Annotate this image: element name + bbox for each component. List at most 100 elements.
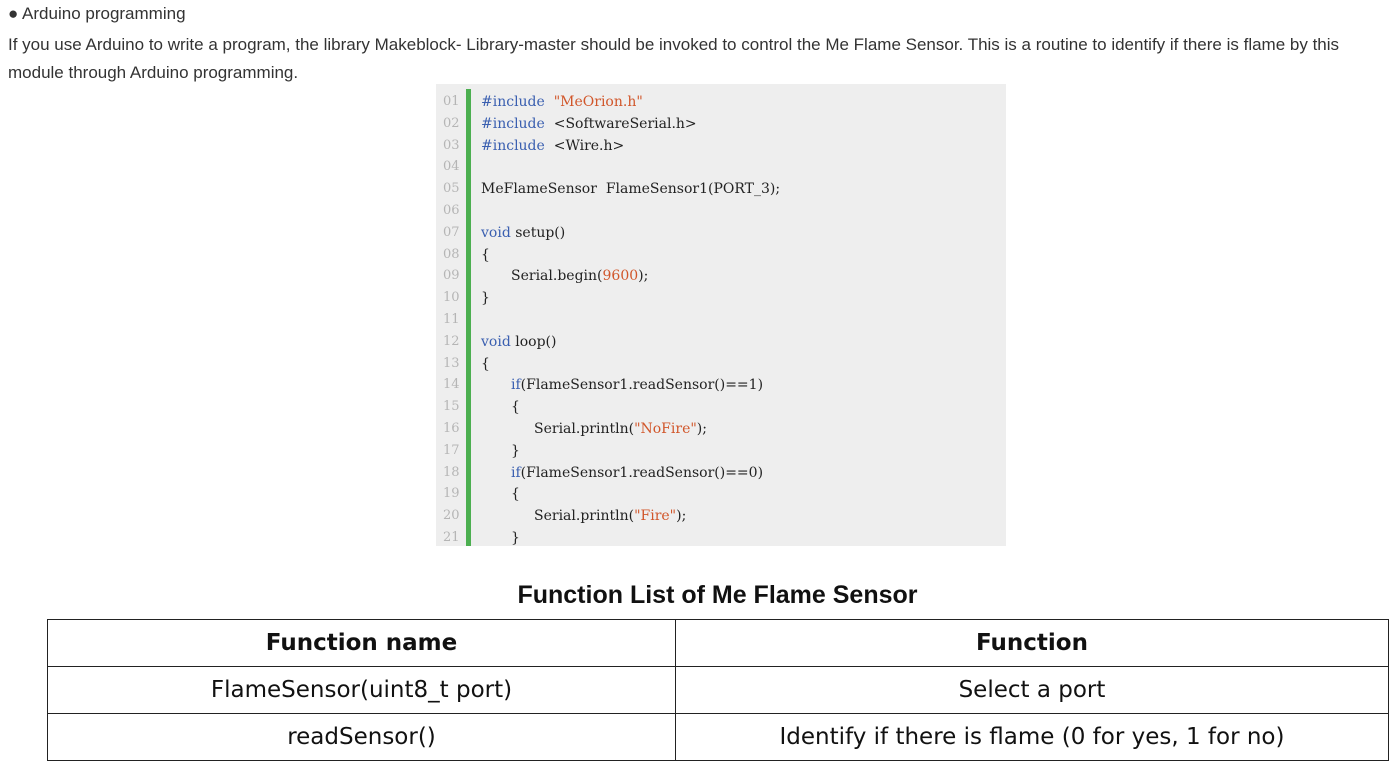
- code-keyword: #include: [481, 137, 545, 154]
- code-text: {: [511, 483, 520, 505]
- code-text: Serial.println("NoFire");: [534, 418, 707, 440]
- code-token: <Wire.h>: [544, 137, 625, 154]
- line-number: 12: [443, 333, 460, 349]
- code-token: {: [511, 399, 520, 416]
- code-text: Serial.println("Fire");: [534, 505, 686, 527]
- code-token: }: [481, 290, 490, 307]
- code-text: #include "MeOrion.h": [481, 91, 643, 113]
- code-line: 14 if(FlameSensor1.readSensor()==1): [436, 374, 1006, 396]
- code-line: 09 Serial.begin(9600);: [436, 265, 1006, 287]
- line-number: 08: [443, 246, 460, 262]
- line-number: 11: [443, 312, 460, 327]
- code-token: (FlameSensor1.readSensor()==0): [520, 464, 764, 481]
- code-token: {: [481, 246, 490, 263]
- code-line: 16 Serial.println("NoFire");: [436, 418, 1006, 440]
- code-line: 11: [436, 309, 1006, 331]
- code-token: Serial.println(: [534, 421, 635, 437]
- code-line: 01 #include "MeOrion.h": [436, 91, 1006, 113]
- cell-function-name: readSensor(): [47, 713, 676, 761]
- code-text: Serial.begin(9600);: [511, 265, 648, 287]
- line-number: 04: [443, 159, 460, 175]
- code-token: {: [481, 355, 490, 372]
- code-token: {: [511, 486, 520, 503]
- code-line: 12 void loop(): [436, 331, 1006, 353]
- line-number: 09: [443, 268, 460, 284]
- line-number: 02: [443, 115, 460, 131]
- line-number: 21: [443, 530, 460, 545]
- cell-function: Select a port: [675, 666, 1389, 714]
- code-token: );: [696, 421, 707, 437]
- line-number: 14: [443, 377, 460, 393]
- code-keyword: void: [481, 333, 511, 350]
- code-text: {: [511, 396, 520, 418]
- code-token: setup(): [510, 224, 566, 241]
- code-line: 13 {: [436, 353, 1006, 375]
- code-text: if(FlameSensor1.readSensor()==1): [511, 374, 763, 396]
- line-number: 03: [443, 137, 460, 153]
- code-token: (FlameSensor1.readSensor()==1): [520, 377, 764, 394]
- code-token: }: [511, 442, 520, 459]
- code-line: 10}: [436, 287, 1006, 309]
- code-text: if(FlameSensor1.readSensor()==0): [511, 462, 763, 484]
- code-keyword: #include: [481, 94, 545, 110]
- code-line: 18 if(FlameSensor1.readSensor()==0): [436, 462, 1006, 484]
- code-literal: 9600: [602, 268, 639, 285]
- code-token: [545, 94, 554, 110]
- code-text: void setup(): [481, 222, 565, 244]
- cell-function: Identify if there is flame (0 for yes, 1…: [675, 713, 1389, 761]
- code-text: }: [481, 287, 490, 309]
- code-line: 05 MeFlameSensor FlameSensor1(PORT_3);: [436, 178, 1006, 200]
- line-number: 16: [443, 421, 460, 436]
- line-number: 07: [443, 224, 460, 240]
- code-text: {: [481, 353, 490, 375]
- code-token: Serial.begin(: [511, 268, 603, 285]
- code-token: loop(): [510, 333, 557, 350]
- function-table: Function name Function FlameSensor(uint8…: [47, 619, 1389, 761]
- code-literal: "MeOrion.h": [553, 94, 643, 110]
- code-line: 21}: [436, 527, 1006, 546]
- header-function: Function: [675, 619, 1389, 667]
- code-line: 19 {: [436, 483, 1006, 505]
- code-keyword: if: [511, 377, 521, 394]
- line-number: 19: [443, 486, 460, 502]
- code-literal: "NoFire": [634, 421, 697, 437]
- code-line: 08 {: [436, 244, 1006, 266]
- code-token: Serial.println(: [534, 508, 635, 525]
- line-number: 20: [443, 508, 460, 524]
- code-token: MeFlameSensor FlameSensor1(PORT_3);: [481, 181, 781, 198]
- code-text: }: [511, 440, 520, 462]
- code-line: 06: [436, 200, 1006, 222]
- code-line: 03 #include <Wire.h>: [436, 135, 1006, 157]
- table-header-row: Function name Function: [47, 619, 1389, 667]
- line-number: 01: [443, 94, 460, 109]
- code-line: 17}: [436, 440, 1006, 462]
- code-literal: "Fire": [634, 508, 677, 525]
- table-row: FlameSensor(uint8_t port) Select a port: [47, 666, 1389, 714]
- cell-function-name: FlameSensor(uint8_t port): [47, 666, 676, 714]
- code-token: <SoftwareSerial.h>: [544, 115, 697, 132]
- line-number: 18: [443, 464, 460, 480]
- code-line: 04: [436, 156, 1006, 178]
- line-number: 10: [443, 290, 460, 306]
- code-line: 07 void setup(): [436, 222, 1006, 244]
- table-title: Function List of Me Flame Sensor: [517, 581, 918, 609]
- line-number: 13: [443, 355, 460, 371]
- code-keyword: if: [511, 464, 521, 481]
- code-line: 15 {: [436, 396, 1006, 418]
- table-row: readSensor() Identify if there is flame …: [47, 713, 1389, 761]
- header-function-name: Function name: [47, 619, 676, 667]
- code-line: 20 Serial.println("Fire");: [436, 505, 1006, 527]
- code-text: {: [481, 244, 490, 266]
- code-text: MeFlameSensor FlameSensor1(PORT_3);: [481, 178, 780, 200]
- code-text: void loop(): [481, 331, 556, 353]
- code-line: 02 #include <SoftwareSerial.h>: [436, 113, 1006, 135]
- code-block: 01 #include "MeOrion.h" 02 #include <Softwa…: [436, 84, 1006, 546]
- line-number: 05: [443, 181, 460, 197]
- line-number: 15: [443, 399, 460, 415]
- code-keyword: #include: [481, 115, 545, 132]
- code-token: );: [676, 508, 687, 525]
- code-text: #include <SoftwareSerial.h>: [481, 113, 697, 135]
- code-gutter-bar: [466, 89, 471, 546]
- code-keyword: void: [481, 224, 511, 241]
- section-heading: ● Arduino programming: [8, 4, 186, 23]
